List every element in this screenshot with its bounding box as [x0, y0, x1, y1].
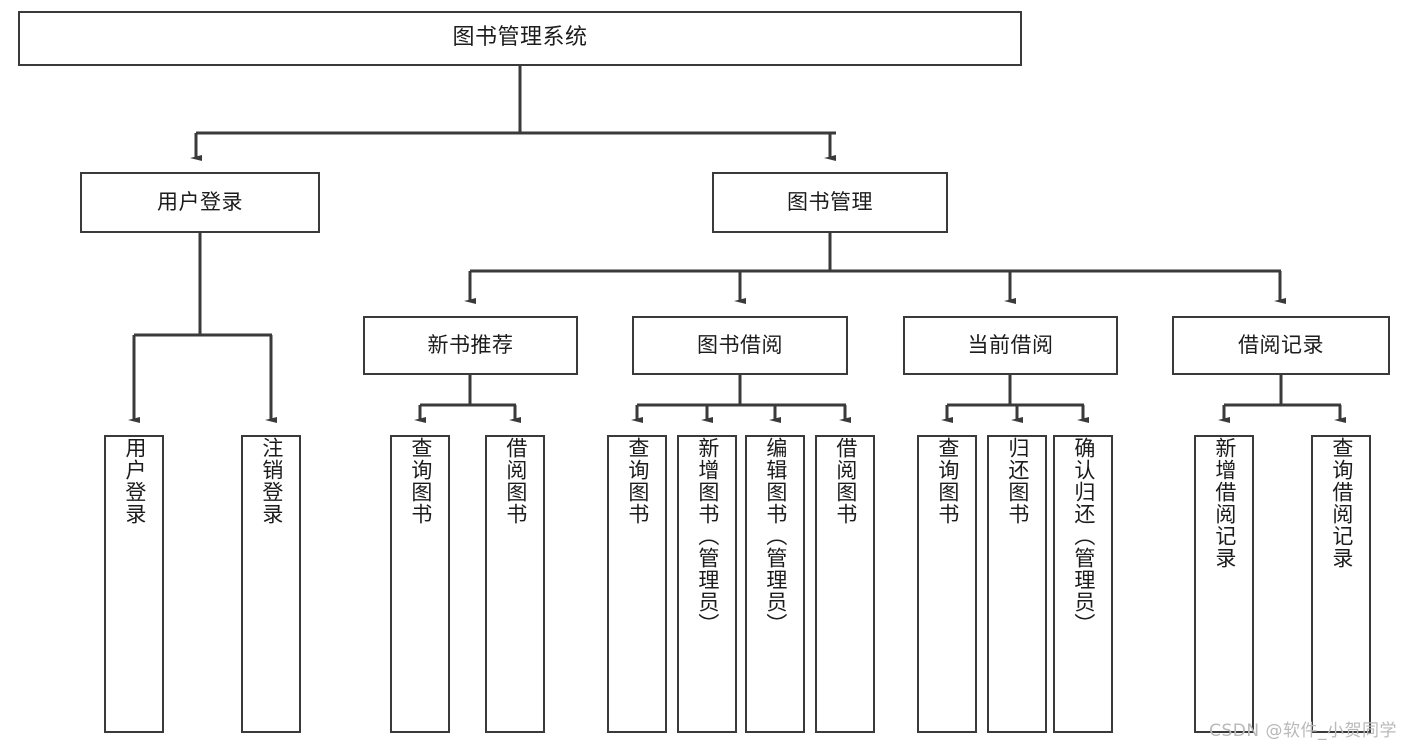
node-book-borrow[interactable]: 图书借阅 — [632, 316, 848, 375]
csdn-watermark: CSDN @软件_小贺同学 — [1209, 721, 1397, 741]
node-leaf-record-query-label: 查询借阅记录 — [1329, 437, 1354, 569]
node-leaf-record-add-label: 新增借阅记录 — [1212, 437, 1237, 569]
node-leaf-borrow-add-book-admin[interactable]: 新增图书（管理员） — [677, 435, 737, 733]
node-current-borrow[interactable]: 当前借阅 — [903, 316, 1118, 375]
node-new-book-recommend[interactable]: 新书推荐 — [363, 316, 578, 375]
node-leaf-current-confirm-return-admin[interactable]: 确认归还（管理员） — [1053, 435, 1113, 733]
node-borrow-record[interactable]: 借阅记录 — [1172, 316, 1390, 375]
node-leaf-recommend-borrow-book-label: 借阅图书 — [503, 437, 528, 525]
node-leaf-user-login-label: 用户登录 — [122, 437, 147, 525]
node-leaf-recommend-query-book-label: 查询图书 — [408, 437, 433, 525]
node-leaf-user-logout[interactable]: 注销登录 — [241, 435, 301, 733]
node-root-system[interactable]: 图书管理系统 — [18, 11, 1022, 66]
node-leaf-borrow-edit-book-admin-label: 编辑图书（管理员） — [763, 437, 788, 635]
node-leaf-current-query-book[interactable]: 查询图书 — [917, 435, 977, 733]
node-root-system-label: 图书管理系统 — [452, 25, 588, 51]
node-leaf-user-login[interactable]: 用户登录 — [104, 435, 164, 733]
node-leaf-record-query[interactable]: 查询借阅记录 — [1311, 435, 1371, 733]
node-book-borrow-label: 图书借阅 — [697, 332, 783, 357]
node-leaf-recommend-query-book[interactable]: 查询图书 — [390, 435, 450, 733]
node-book-manage-label: 图书管理 — [787, 189, 873, 214]
node-user-login[interactable]: 用户登录 — [80, 172, 320, 233]
node-leaf-borrow-edit-book-admin[interactable]: 编辑图书（管理员） — [745, 435, 805, 733]
node-leaf-recommend-borrow-book[interactable]: 借阅图书 — [485, 435, 545, 733]
node-borrow-record-label: 借阅记录 — [1238, 332, 1324, 357]
node-leaf-current-query-book-label: 查询图书 — [935, 437, 960, 525]
node-leaf-current-return-book[interactable]: 归还图书 — [987, 435, 1047, 733]
node-leaf-record-add[interactable]: 新增借阅记录 — [1194, 435, 1254, 733]
node-book-manage[interactable]: 图书管理 — [712, 172, 948, 233]
node-leaf-current-confirm-return-admin-label: 确认归还（管理员） — [1071, 437, 1096, 635]
node-new-book-recommend-label: 新书推荐 — [427, 332, 514, 357]
node-leaf-borrow-query-book[interactable]: 查询图书 — [607, 435, 667, 733]
node-leaf-borrow-add-book-admin-label: 新增图书（管理员） — [695, 437, 720, 635]
node-leaf-borrow-query-book-label: 查询图书 — [625, 437, 650, 525]
node-leaf-borrow-borrow-book[interactable]: 借阅图书 — [815, 435, 875, 733]
node-leaf-borrow-borrow-book-label: 借阅图书 — [833, 437, 858, 525]
node-user-login-label: 用户登录 — [157, 189, 243, 214]
node-current-borrow-label: 当前借阅 — [967, 332, 1054, 357]
node-leaf-user-logout-label: 注销登录 — [259, 437, 284, 525]
node-leaf-current-return-book-label: 归还图书 — [1005, 437, 1030, 525]
